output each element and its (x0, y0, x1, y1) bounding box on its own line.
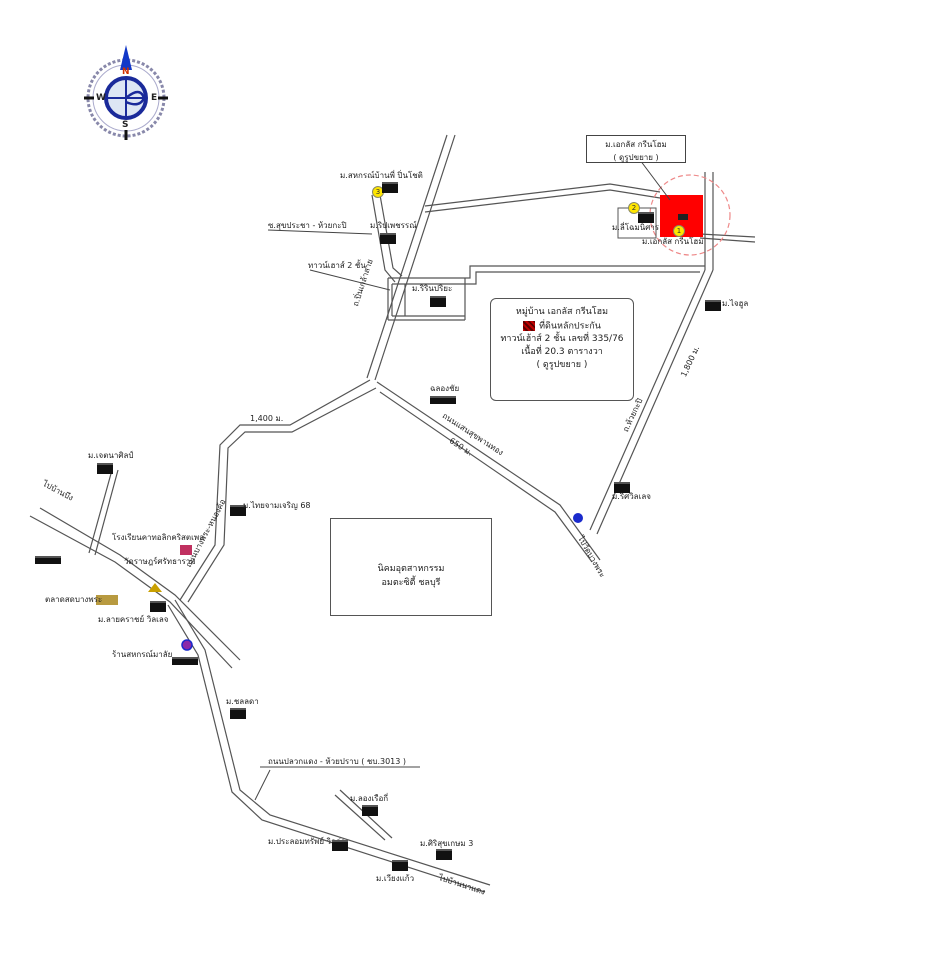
label-road-left: ซ.สุขประชา - ห้วยกะปิ (268, 221, 347, 230)
legend-line4: ( ดูรูปขยาย ) (536, 360, 588, 371)
legend-box: หมู่บ้าน เอกลัส กรีนโฮม ที่ดินหลักประกัน… (490, 298, 634, 401)
building-icon (230, 505, 246, 516)
building-icon (332, 840, 348, 851)
industrial-line2: อมตะซิตี้ ชลบุรี (381, 578, 441, 588)
legend-line2: ทาวน์เฮ้าส์ 2 ชั้น เลขที่ 335/76 (500, 334, 624, 345)
label-village-siri: ม.ศิริสุขเกษม 3 (420, 839, 474, 848)
label-school: โรงเรียนคาทอลิกคริสตเพล (112, 533, 204, 542)
legend-swatch-row: ที่ดินหลักประกัน (491, 320, 633, 332)
building-icon (614, 482, 630, 493)
label-shop-left: ร้านสหกรณ์มาลัย (112, 650, 173, 659)
label-main-road: ถนนปลวกแดง - ห้วยปราบ ( ชบ.3013 ) (268, 757, 407, 766)
neighbor-label: ม.ลี่โฉมนิศาร (612, 223, 660, 232)
collateral-swatch (523, 320, 536, 331)
compass-south: S (122, 120, 129, 130)
building-icon (150, 601, 166, 612)
label-village-upper-left: ม.เจตนาศิลป์ (88, 451, 134, 460)
label-dist-left: 1,400 ม. (250, 414, 284, 423)
temple-icon (148, 583, 162, 592)
building-icon (436, 849, 452, 860)
label-village-center: ม.ริรินปริยะ (412, 284, 453, 293)
label-village-right: ม.ไจฮูล (722, 299, 749, 308)
label-shop: ฉลองชัย (430, 384, 460, 393)
label-village-lower-right: ม.ริศวิลเลจ (612, 492, 651, 501)
compass-rose-icon (84, 45, 168, 140)
label-village-top: ม.สหกรณ์บ้านพี่ ปิ่นโชติ (340, 171, 423, 180)
building-icon (230, 708, 246, 719)
building-icon (392, 860, 408, 871)
label-village-ripit: ม.ริปเพชรรณ์ (370, 221, 417, 230)
shop-icon (181, 639, 193, 651)
building-icon (380, 233, 396, 244)
shop-sign-icon (35, 556, 61, 564)
label-temple: วัดราษฎร์ศรัทธาราม (124, 557, 196, 566)
label-village-chonlada: ม.ชลลดา (226, 697, 259, 706)
neighbor-building-icon (638, 212, 654, 223)
building-icon (705, 300, 721, 311)
road-network (29, 134, 756, 893)
label-village-wilai: ม.ลายคราชย์ วิลเลจ (98, 615, 169, 624)
shop-sign-icon (430, 396, 456, 404)
school-icon (180, 545, 192, 555)
building-icon (362, 805, 378, 816)
site-label: ม.เอกลัส กรีนโฮม (642, 237, 704, 246)
industrial-estate-box: นิคมอุตสาหกรรม อมตะซิตี้ ชลบุรี (330, 518, 492, 616)
site-callout-name: ม.เอกลัส กรีนโฮม (605, 140, 667, 149)
label-village-kanok: ม.ลองเรือกี่ (350, 794, 389, 803)
site-callout: ม.เอกลัส กรีนโฮม ( ดูรูปขยาย ) (586, 135, 686, 163)
label-village-wiang: ม.เวียงแก้ว (376, 874, 415, 883)
marker-2: 2 (628, 202, 640, 214)
label-village-chayan: ม.ไทยจามเจริญ 68 (243, 501, 311, 510)
legend-title: หมู่บ้าน เอกลัส กรีนโฮม (515, 307, 609, 317)
label-townhouse: ทาวน์เฮาส์ 2 ชั้น (308, 261, 366, 270)
label-market: ตลาดสดบางพระ (45, 595, 103, 604)
site-callout-note: ( ดูรูปขยาย ) (613, 153, 659, 162)
market-icon (96, 595, 118, 605)
building-icon (430, 296, 446, 307)
industrial-line1: นิคมอุตสาหกรรม (377, 564, 445, 574)
shop-sign-icon (172, 657, 198, 665)
site-highlight-circle (649, 174, 731, 256)
legend-swatch-label: ที่ดินหลักประกัน (539, 321, 601, 332)
compass-north: N (122, 67, 130, 77)
marker-1: 1 (673, 225, 685, 237)
legend-line3: เนื้อที่ 20.3 ตารางวา (521, 347, 603, 358)
compass-east: E (151, 93, 158, 103)
site-building-icon (678, 214, 688, 220)
gas-station-icon (573, 513, 583, 523)
label-village-prachan: ม.ประลอมทรัพย์ วิลล่า (268, 837, 346, 846)
building-icon (382, 182, 398, 193)
building-icon (97, 463, 113, 474)
compass-west: W (96, 93, 106, 103)
